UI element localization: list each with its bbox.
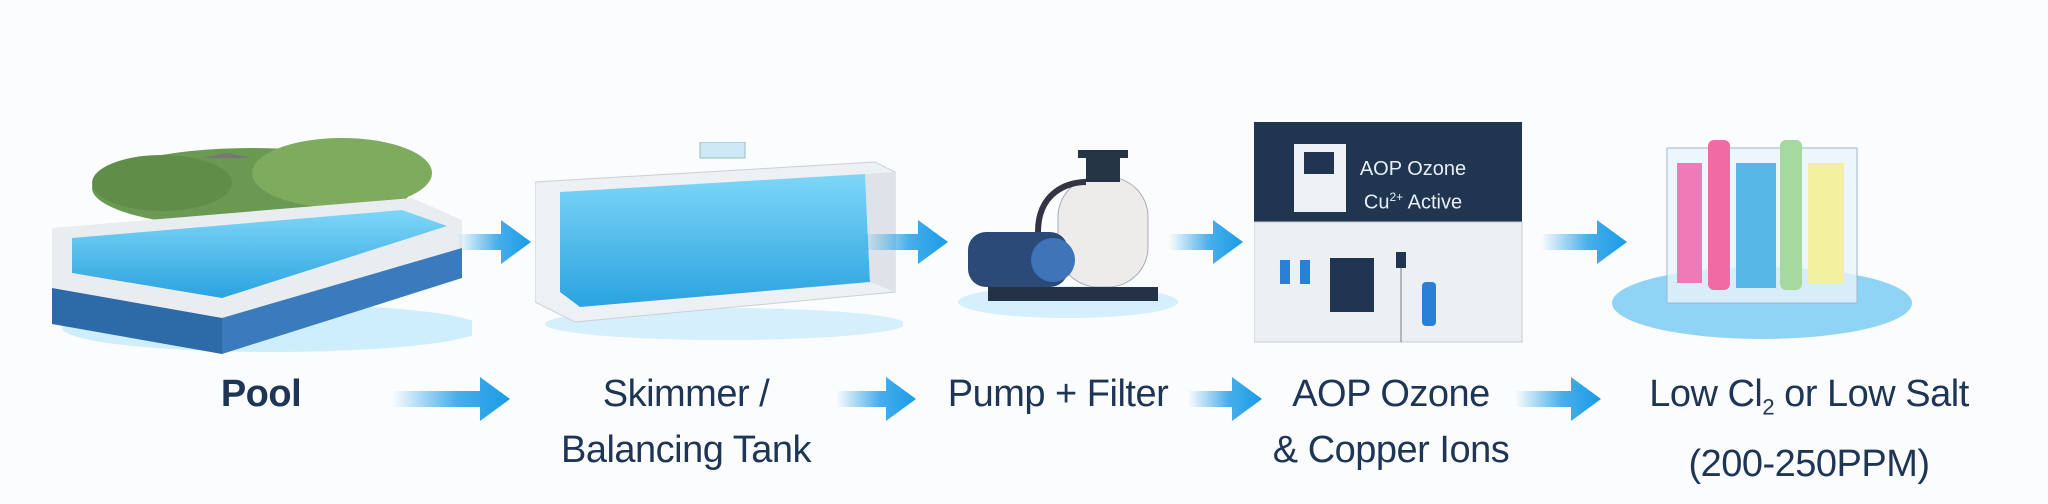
aop-panel-text: AOP Ozone Cu2+ Active	[1280, 155, 1486, 217]
balancing-tank-illustration	[535, 142, 903, 342]
step-label-low-chlorine: Low Cl2 or Low Salt(200-250PPM)	[1649, 373, 1969, 485]
flow-arrow-icon	[1541, 220, 1627, 264]
step-label-pump-filter: Pump + Filter	[947, 373, 1169, 415]
water-test-kit-illustration	[1612, 128, 1912, 343]
flow-arrow-icon	[1515, 377, 1601, 421]
step-label-skimmer: Skimmer /Balancing Tank	[560, 373, 812, 471]
pump-filter-illustration	[958, 142, 1178, 322]
aop-ozone-unit-illustration	[1254, 122, 1524, 348]
flow-arrow-icon	[862, 220, 948, 264]
step-label-aop-ozone: AOP Ozone& Copper Ions	[1272, 373, 1510, 471]
flow-arrow-icon	[392, 377, 510, 421]
flow-arrow-icon	[457, 220, 531, 264]
step-label-pool: Pool	[220, 373, 302, 415]
aop-panel-line1: AOP Ozone	[1359, 158, 1467, 180]
flow-arrow-icon	[1169, 220, 1243, 264]
flow-arrow-icon	[1188, 377, 1262, 421]
pool-illustration	[52, 128, 472, 354]
flow-arrow-icon	[836, 377, 916, 421]
aop-panel-line2: Cu2+ Active	[1363, 190, 1463, 214]
